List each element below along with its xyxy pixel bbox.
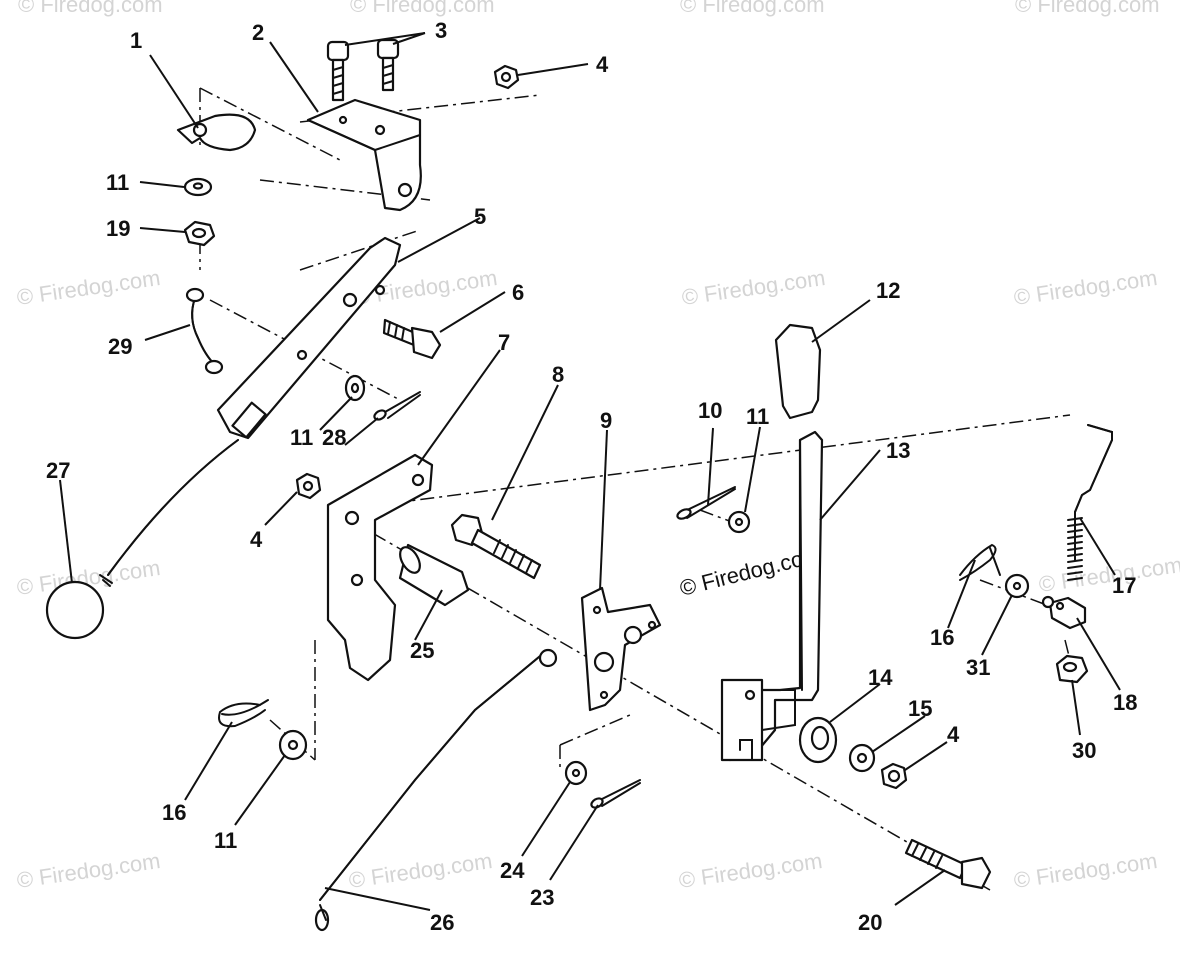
knob-part	[45, 580, 105, 640]
callout-label: 15	[908, 696, 932, 721]
pin-part	[373, 391, 421, 421]
leader-lines	[59, 32, 1121, 911]
bolt-part	[904, 838, 992, 890]
watermark: © Firedog.com	[1015, 0, 1160, 17]
callout-label: 8	[552, 362, 564, 387]
swivel-part	[1048, 596, 1087, 630]
callout-label: 23	[530, 885, 554, 910]
watermark: © Firedog.com	[18, 0, 163, 17]
callout-label: 31	[966, 655, 990, 680]
callout-label: 14	[868, 665, 893, 690]
callout-label: 26	[430, 910, 454, 935]
callout-label: 20	[858, 910, 882, 935]
nut-part	[295, 472, 322, 500]
watermark: © Firedog.com	[347, 848, 494, 893]
washer-part	[1004, 573, 1030, 599]
callout-label: 2	[252, 20, 264, 45]
watermark: © Firedog.com	[1037, 552, 1180, 597]
pin-part	[590, 779, 641, 809]
watermark: © Firedog.com	[15, 265, 162, 310]
clip-part	[176, 113, 257, 152]
watermark: © Firedog.com	[1012, 265, 1159, 310]
cotter-pin-part	[676, 486, 736, 520]
bracket-part	[306, 98, 422, 212]
link-rod-part	[314, 648, 558, 932]
callout-label: 28	[322, 425, 346, 450]
callout-label: 18	[1113, 690, 1137, 715]
nut-part	[880, 762, 908, 790]
washer-part	[183, 177, 213, 197]
washer-part	[278, 729, 308, 761]
alignment-lines	[199, 87, 1071, 891]
callout-label: 27	[46, 458, 70, 483]
callout-label: 3	[435, 18, 447, 43]
washer-part	[848, 743, 876, 773]
watermark: © Firedog.com	[680, 0, 825, 17]
callout-label: 4	[596, 52, 609, 77]
callout-label: 25	[410, 638, 434, 663]
callout-label: 11	[290, 425, 313, 450]
lever-arm-part	[216, 236, 402, 440]
callout-label: 17	[1112, 573, 1136, 598]
watermark: © Firedog.com	[15, 848, 162, 893]
washer-part	[344, 374, 366, 402]
callout-label: 9	[600, 408, 612, 433]
callout-label: 13	[886, 438, 910, 463]
link-part	[185, 287, 224, 375]
sleeve-part	[398, 543, 470, 607]
callout-label: 4	[250, 527, 263, 552]
rod-spring-part	[1067, 424, 1113, 581]
bolt-part	[382, 318, 442, 360]
hairpin-clip-part	[959, 543, 1001, 581]
callouts: 1 2 3 4 11 19 5 6 7 8 9 10 11 12 13 29 1…	[46, 18, 1137, 935]
callout-label: 4	[947, 722, 960, 747]
ferrule-part	[1041, 595, 1055, 609]
callout-label: 16	[930, 625, 954, 650]
bolts-part	[326, 38, 400, 102]
bushing-part	[798, 716, 838, 764]
watermark: © Firedog.com	[350, 0, 495, 17]
callout-label: 10	[698, 398, 722, 423]
plate-part	[326, 453, 434, 682]
handle-lever-part	[720, 430, 824, 762]
washer-part	[727, 510, 751, 534]
cable-part	[99, 439, 239, 587]
callout-label: 5	[474, 204, 486, 229]
callout-label: 1	[130, 28, 142, 53]
nut-part	[493, 64, 520, 90]
nut-part	[183, 220, 216, 247]
long-bolt-part	[450, 513, 542, 580]
callout-label: 12	[876, 278, 900, 303]
callout-label: 7	[498, 330, 510, 355]
callout-label: 24	[500, 858, 525, 883]
callout-label: 6	[512, 280, 524, 305]
watermark: © Firedog.com	[680, 265, 827, 310]
callout-label: 29	[108, 334, 132, 359]
callout-label: 30	[1072, 738, 1096, 763]
watermark: © Firedog.com	[1012, 848, 1159, 893]
nut-part	[1055, 654, 1089, 684]
callout-label: 19	[106, 216, 130, 241]
watermark: © Firedog.com	[677, 848, 824, 893]
callout-label: 16	[162, 800, 186, 825]
grip-part	[774, 323, 822, 420]
callout-label: 11	[214, 828, 237, 853]
callout-label: 11	[106, 170, 129, 195]
bracket-plate-part	[580, 586, 662, 712]
washer-part	[564, 760, 588, 786]
hairpin-clip-part	[218, 699, 269, 728]
callout-label: 11	[746, 404, 769, 429]
